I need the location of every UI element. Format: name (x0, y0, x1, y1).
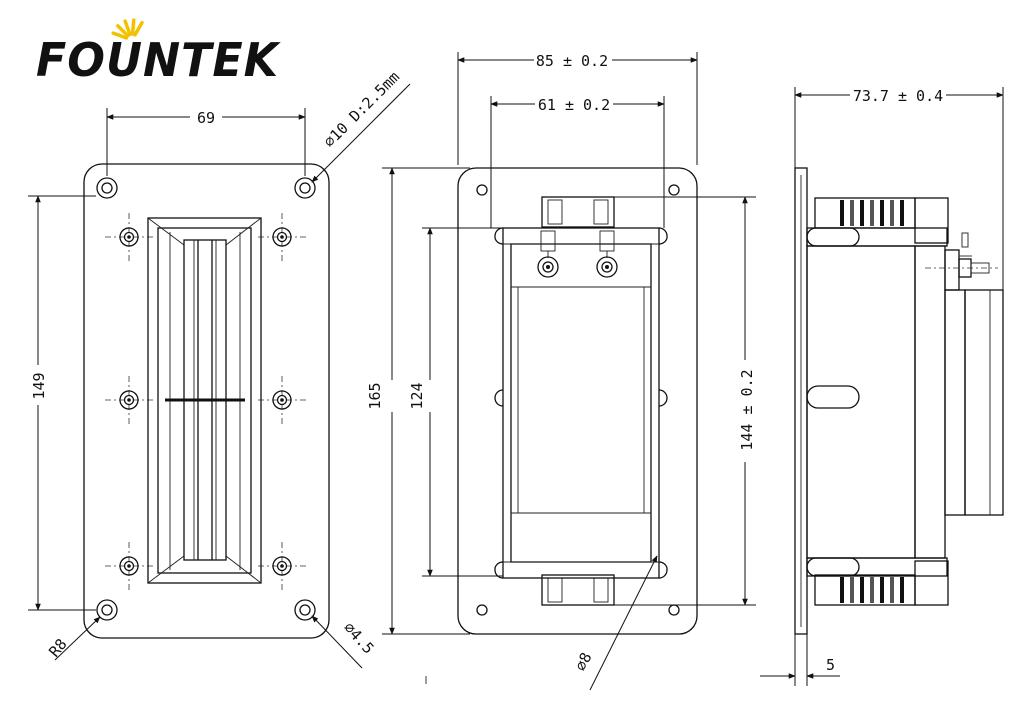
back-faceplate (457, 167, 698, 635)
dim-back-width: 85 ± 0.2 (536, 52, 608, 70)
screw-head (119, 390, 139, 410)
terminal-right (596, 230, 618, 278)
back-hole (668, 184, 680, 196)
dim-hole-note: ∅10 D:2.5mm (320, 68, 403, 151)
dim-tube-diameter: ∅8 (571, 650, 595, 674)
terminal-left (537, 230, 559, 278)
back-hole (476, 184, 488, 196)
back-hole (476, 604, 488, 616)
dim-hole-spacing: 69 (197, 109, 215, 127)
side-body (806, 245, 916, 559)
brand-logo: FOUNTEK (36, 18, 281, 87)
logo-rays-icon (111, 18, 144, 40)
dim-corner-radius: R8 (45, 635, 70, 660)
front-screws (105, 213, 306, 590)
screw-head (272, 390, 292, 410)
side-view: 73.7 ± 0.4 5 (760, 87, 1004, 686)
side-fins-bottom (840, 577, 904, 603)
screw-head (119, 227, 139, 247)
magnet-body (502, 227, 660, 579)
dim-back-height: 165 (366, 382, 384, 409)
front-faceplate (83, 163, 330, 639)
logo-text: FOUNTEK (36, 33, 281, 87)
back-hole (668, 604, 680, 616)
logo-ray (123, 19, 132, 37)
logo-ray (116, 24, 130, 38)
ribbon-chamber (147, 217, 262, 584)
front-corner-holes (96, 177, 316, 621)
dim-inner-height: 124 (408, 382, 426, 409)
back-view: 85 ± 0.2 61 ± 0.2 165 124 144 ± 0.2 ∅8 (366, 52, 756, 691)
front-view: 69 ∅10 D:2.5mm 149 R8 ∅4.5 (28, 68, 411, 669)
screw-head (272, 556, 292, 576)
dim-side-depth: 73.7 ± 0.4 (853, 87, 943, 105)
dim-body-height: 144 ± 0.2 (738, 369, 756, 450)
screw-head (272, 227, 292, 247)
logo-ray (133, 20, 144, 37)
side-fins-top (840, 200, 904, 226)
logo-ray (130, 18, 136, 36)
dim-front-height: 149 (30, 372, 48, 399)
logo-ray (111, 31, 129, 40)
dim-side-flange: 5 (826, 656, 835, 674)
screw-head (119, 556, 139, 576)
dim-cutout-width: 61 ± 0.2 (538, 96, 610, 114)
